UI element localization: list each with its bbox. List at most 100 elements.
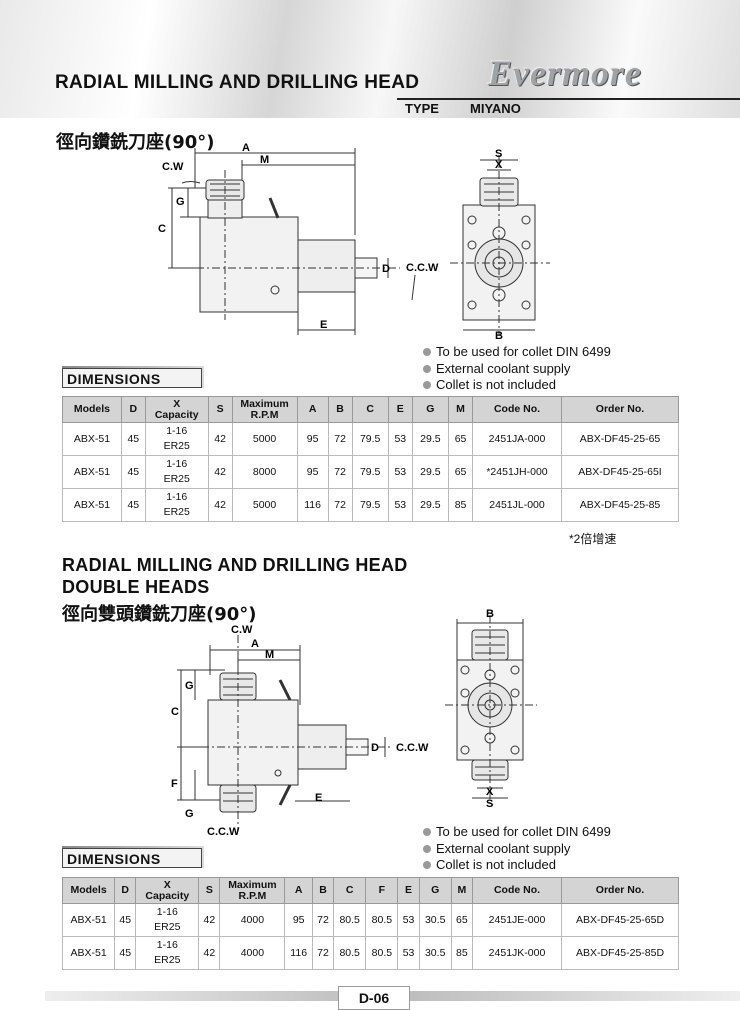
- bullet-dot-icon: [423, 364, 431, 373]
- table-cell: 85: [450, 936, 474, 970]
- bullet-item: External coolant supply: [423, 361, 611, 378]
- col-header: Order No.: [561, 396, 679, 423]
- table-cell: ABX-51: [62, 455, 122, 489]
- col-header: Code No.: [472, 396, 562, 423]
- table-cell: 95: [296, 455, 329, 489]
- col-header: E: [387, 396, 413, 423]
- table-cell: 29.5: [411, 422, 450, 456]
- table-cell: 53: [397, 903, 420, 937]
- table-cell: 72: [311, 903, 335, 937]
- table-cell: 42: [198, 903, 221, 937]
- table-cell: ABX-DF45-25-65I: [561, 455, 679, 489]
- col-header: D: [120, 396, 146, 423]
- col-header: Models: [62, 396, 122, 423]
- bullet-dot-icon: [423, 861, 431, 870]
- table-cell: ABX-DF45-25-65D: [561, 903, 679, 937]
- table-cell: 72: [327, 488, 353, 522]
- table-cell: 30.5: [418, 903, 452, 937]
- dim-ccw: C.C.W: [396, 742, 429, 754]
- table-cell: 85: [448, 488, 473, 522]
- table-cell: 79.5: [351, 455, 389, 489]
- table-cell: ABX-51: [62, 488, 122, 522]
- table-cell: 45: [120, 455, 146, 489]
- table-cell: 42: [198, 936, 221, 970]
- bullet-item: To be used for collet DIN 6499: [423, 344, 611, 361]
- dim-m: M: [260, 154, 269, 166]
- table-cell: ABX-DF45-25-85D: [561, 936, 679, 970]
- dim-x: X: [495, 159, 503, 171]
- col-header: B: [327, 396, 353, 423]
- col-header: S: [207, 396, 233, 423]
- table-cell: 8000: [231, 455, 298, 489]
- section2-bullets: To be used for collet DIN 6499 External …: [423, 824, 611, 874]
- dim-e: E: [320, 319, 327, 331]
- dim-x: X: [486, 786, 494, 798]
- table-cell: 53: [387, 455, 413, 489]
- table-cell: 79.5: [351, 488, 389, 522]
- table-cell: ABX-DF45-25-85: [561, 488, 679, 522]
- col-header: B: [311, 877, 335, 904]
- page-title: RADIAL MILLING AND DRILLING HEAD: [55, 72, 420, 93]
- table-cell: 29.5: [411, 488, 450, 522]
- table-cell: 45: [114, 936, 137, 970]
- section2-cn-title: 徑向雙頭鑽銑刀座(90°): [62, 604, 257, 625]
- col-header: C: [333, 877, 367, 904]
- dim-a: A: [251, 638, 259, 650]
- table-cell: 116: [284, 936, 313, 970]
- dim-s: S: [486, 798, 493, 810]
- dim-b: B: [486, 608, 494, 620]
- table-cell: 4000: [219, 936, 286, 970]
- section1-note: *2倍增速: [569, 532, 617, 546]
- table-cell: 80.5: [365, 936, 399, 970]
- bullet-dot-icon: [423, 828, 431, 837]
- table-cell: 65: [450, 903, 474, 937]
- table-cell: 95: [284, 903, 313, 937]
- table-cell: 29.5: [411, 455, 450, 489]
- table-cell: 79.5: [351, 422, 389, 456]
- dim-a: A: [242, 142, 250, 154]
- table-cell: 80.5: [333, 903, 367, 937]
- bullet-item: To be used for collet DIN 6499: [423, 824, 611, 841]
- table-cell: 45: [114, 903, 137, 937]
- section2-title-line2: DOUBLE HEADS: [62, 577, 210, 597]
- table-cell: ABX-DF45-25-65: [561, 422, 679, 456]
- table-cell: 2451JE-000: [472, 903, 562, 937]
- table-cell: 95: [296, 422, 329, 456]
- bullet-dot-icon: [423, 381, 431, 390]
- table-cell: 2451JL-000: [472, 488, 562, 522]
- dim-g-lower: G: [185, 808, 194, 820]
- col-header: F: [365, 877, 399, 904]
- dim-c: C: [171, 706, 179, 718]
- bullet-item: External coolant supply: [423, 841, 611, 858]
- dim-d: D: [382, 263, 390, 275]
- section2-dimensions-label: DIMENSIONS: [62, 848, 202, 868]
- type-label: TYPE: [405, 101, 439, 116]
- table-cell: 2451JA-000: [472, 422, 562, 456]
- bullet-item: Collet is not included: [423, 377, 611, 394]
- dim-g: G: [185, 680, 194, 692]
- dim-ccw: C.C.W: [406, 262, 439, 274]
- col-header: M: [448, 396, 473, 423]
- col-header: M: [450, 877, 474, 904]
- col-header: C: [351, 396, 389, 423]
- table-cell: 2451JK-000: [472, 936, 562, 970]
- table-cell: 45: [120, 422, 146, 456]
- table-cell: 65: [448, 455, 473, 489]
- dim-b: B: [495, 330, 503, 340]
- section1-dimensions-label: DIMENSIONS: [62, 368, 202, 388]
